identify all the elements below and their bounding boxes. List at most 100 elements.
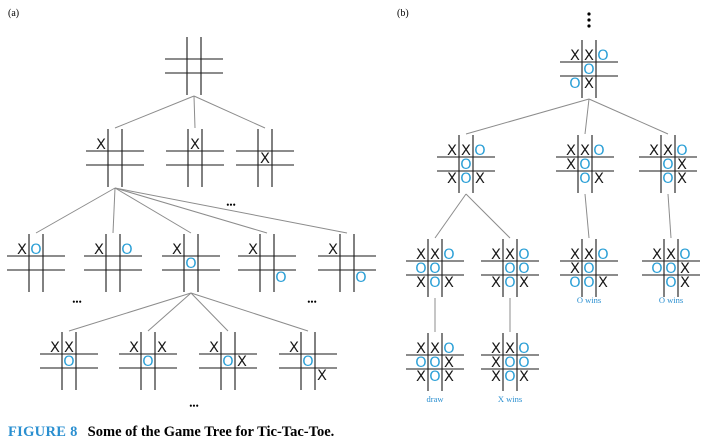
o-mark: O	[504, 355, 515, 371]
o-mark: O	[569, 76, 580, 92]
figure-label: FIGURE 8	[8, 424, 78, 440]
o-mark: O	[597, 247, 608, 263]
ellipsis-after-level1: •••	[226, 200, 235, 210]
tree-a-level3-board: XOX	[279, 332, 337, 390]
x-mark: X	[447, 171, 457, 187]
x-mark: X	[505, 247, 515, 263]
o-mark: O	[429, 369, 440, 385]
o-mark: O	[121, 242, 132, 258]
tree-a-level2-board: XO	[162, 234, 220, 292]
o-mark: O	[579, 171, 590, 187]
o-mark: O	[275, 270, 286, 286]
tree-a-edge	[112, 187, 116, 234]
ellipsis-right-level2: •••	[307, 297, 316, 307]
x-mark: X	[430, 341, 440, 357]
tree-a-level1-board: X	[166, 129, 224, 187]
x-mark: X	[172, 242, 182, 258]
tree-a-level1-board: X	[86, 129, 144, 187]
o-mark: O	[30, 242, 41, 258]
x-mark: X	[416, 275, 426, 291]
tree-edges	[35, 95, 672, 332]
panel-a-label: (a)	[8, 8, 19, 19]
o-mark: O	[665, 261, 676, 277]
x-mark: X	[248, 242, 258, 258]
ellipsis-dot	[587, 12, 591, 16]
tree-a-edge	[68, 292, 192, 332]
x-mark: X	[491, 275, 501, 291]
tree-a-edge	[147, 292, 192, 332]
x-mark: X	[584, 247, 594, 263]
x-mark: X	[570, 48, 580, 64]
o-mark: O	[302, 354, 313, 370]
tree-a-edge	[190, 292, 309, 332]
x-mark: X	[666, 247, 676, 263]
x-mark: X	[649, 143, 659, 159]
tree-a-edge	[193, 95, 266, 129]
panel-b-label: (b)	[397, 8, 409, 19]
o-mark: O	[597, 48, 608, 64]
x-mark: X	[129, 340, 139, 356]
tree-a-edge	[114, 187, 268, 234]
ellipsis-after-level3: •••	[189, 401, 198, 411]
o-mark: O	[569, 275, 580, 291]
o-mark: O	[593, 143, 604, 159]
x-mark: X	[416, 247, 426, 263]
o-mark: O	[518, 355, 529, 371]
ellipsis-left-level2: •••	[72, 297, 81, 307]
x-mark: X	[289, 340, 299, 356]
x-mark: X	[475, 171, 485, 187]
x-mark: X	[677, 171, 687, 187]
tree-a-root-board	[165, 37, 223, 95]
x-mark: X	[447, 143, 457, 159]
o-mark: O	[415, 261, 426, 277]
o-mark: O	[142, 354, 153, 370]
tree-a-edge	[114, 187, 348, 234]
x-mark: X	[416, 341, 426, 357]
x-mark: X	[416, 369, 426, 385]
x-mark: X	[64, 340, 74, 356]
x-mark: X	[260, 151, 270, 167]
x-mark: X	[663, 143, 673, 159]
x-mark: X	[505, 341, 515, 357]
o-mark: O	[583, 275, 594, 291]
tree-b-edge	[465, 98, 590, 135]
tree-a-edge	[193, 95, 196, 129]
ellipsis-dot	[587, 24, 591, 28]
tree-b-edge	[465, 193, 511, 239]
o-mark: O	[429, 355, 440, 371]
o-mark: O	[665, 275, 676, 291]
o-mark: O	[443, 247, 454, 263]
x-mark: X	[570, 261, 580, 277]
tree-a-level2-board: XO	[318, 234, 376, 292]
tree-a-level1-board: X	[236, 129, 294, 187]
tree-b-edge	[584, 193, 590, 239]
x-mark: X	[209, 340, 219, 356]
o-mark: O	[429, 275, 440, 291]
tree-a-edge	[35, 187, 116, 234]
o-mark: O	[518, 247, 529, 263]
tree-a-edge	[114, 187, 192, 234]
o-mark: O	[63, 354, 74, 370]
x-mark: X	[237, 354, 247, 370]
o-mark: O	[651, 261, 662, 277]
o-mark: O	[460, 157, 471, 173]
o-mark: O	[443, 341, 454, 357]
x-mark: X	[491, 247, 501, 263]
x-mark: X	[598, 275, 608, 291]
x-mark: X	[594, 171, 604, 187]
x-mark: X	[519, 369, 529, 385]
x-mark: X	[96, 137, 106, 153]
x-mark: X	[444, 355, 454, 371]
o-mark: O	[185, 256, 196, 272]
o-mark: O	[518, 341, 529, 357]
tree-b-edge	[588, 98, 669, 135]
